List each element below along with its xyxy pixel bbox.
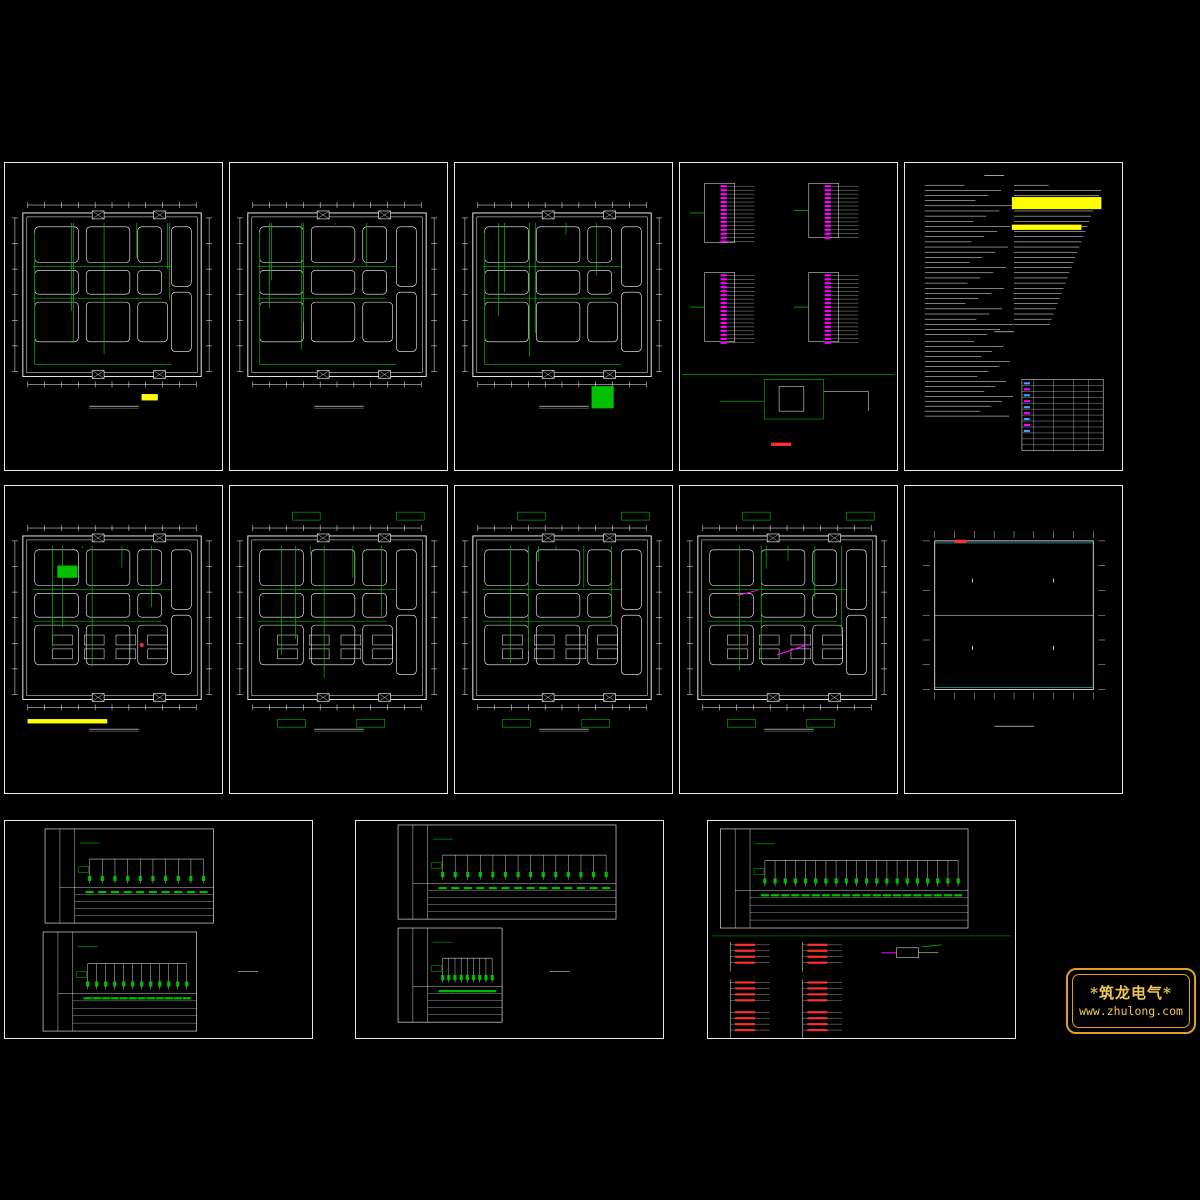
sheet-floor-plan-5[interactable] <box>229 485 448 794</box>
sheet-floor-plan-2[interactable] <box>229 162 448 471</box>
plan-drawing <box>11 202 213 409</box>
sheet-roof-plan[interactable] <box>904 485 1123 794</box>
schedule-drawing <box>42 828 259 1032</box>
plan-drawing <box>686 511 888 732</box>
sheet-floor-plan-4[interactable] <box>4 485 223 794</box>
sheet-design-notes[interactable] <box>904 162 1123 471</box>
sheet-panel-schedule-1[interactable] <box>4 820 313 1039</box>
schedule-drawing <box>397 824 617 1023</box>
sheet-floor-plan-1[interactable] <box>4 162 223 471</box>
roof-drawing <box>922 531 1106 727</box>
schedule-drawing <box>712 828 1011 1038</box>
plan-drawing <box>236 511 438 732</box>
plan-drawing <box>461 202 663 409</box>
sheet-panel-schedule-2[interactable] <box>355 820 664 1039</box>
system-diagram-drawing <box>681 182 896 446</box>
sheet-panel-schedule-3[interactable] <box>707 820 1016 1039</box>
plan-drawing <box>236 202 438 409</box>
plan-drawing <box>11 525 213 732</box>
sheet-floor-plan-7[interactable] <box>679 485 898 794</box>
logo-frame <box>1072 974 1190 1028</box>
plan-drawing <box>461 511 663 732</box>
logo-brand-text: *筑龙电气* <box>1090 984 1172 1002</box>
sheet-floor-plan-3[interactable] <box>454 162 673 471</box>
sheet-system-diagram[interactable] <box>679 162 898 471</box>
sheet-floor-plan-6[interactable] <box>454 485 673 794</box>
zhulong-watermark-logo: *筑龙电气* www.zhulong.com <box>1066 968 1196 1034</box>
notes-drawing <box>924 175 1104 452</box>
logo-url-text: www.zhulong.com <box>1079 1004 1183 1018</box>
